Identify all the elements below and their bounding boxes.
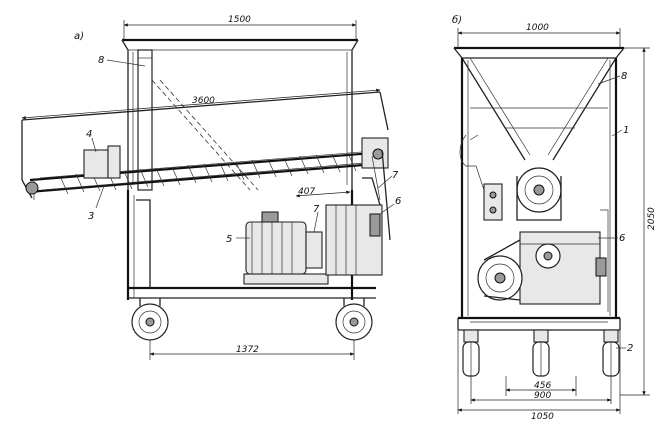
dimension-2050: 2050 bbox=[647, 207, 657, 230]
callout-4: 4 bbox=[86, 129, 92, 140]
callout-7-lower: 7 bbox=[313, 204, 320, 215]
view-b-label: б) bbox=[452, 14, 462, 26]
callout-2: 2 bbox=[627, 343, 633, 354]
drive-unit-front bbox=[477, 209, 609, 312]
wheels-view-b bbox=[462, 329, 620, 377]
dimension-1372: 1372 bbox=[236, 345, 259, 355]
callout-1: 1 bbox=[623, 125, 629, 136]
gearbox bbox=[325, 149, 391, 276]
switch-box bbox=[459, 134, 503, 221]
side-view-a: а) bbox=[21, 15, 401, 360]
dimensions-view-b: 1000 2050 456 900 1050 bbox=[457, 23, 657, 422]
hopper-front bbox=[453, 46, 625, 161]
frame-front bbox=[457, 58, 621, 331]
callouts-view-b: 8 1 6 2 bbox=[597, 71, 633, 354]
callout-3: 3 bbox=[88, 211, 94, 222]
callout-5: 5 bbox=[226, 234, 232, 245]
callout-7-upper: 7 bbox=[392, 170, 399, 181]
callout-8-a: 8 bbox=[98, 55, 104, 66]
callout-8-b: 8 bbox=[621, 71, 627, 82]
callouts-view-a: 8 4 3 5 7 7 6 bbox=[86, 55, 401, 245]
dimension-900: 900 bbox=[534, 391, 551, 401]
dimension-3600: 3600 bbox=[192, 96, 215, 106]
dimension-407: 407 bbox=[298, 187, 315, 197]
dimension-1500: 1500 bbox=[228, 15, 251, 25]
screw-conveyor bbox=[21, 91, 389, 200]
dimensions-view-a: 1500 3600 407 1372 bbox=[21, 15, 381, 360]
pulley-upper bbox=[516, 167, 562, 221]
view-a-label: а) bbox=[74, 31, 84, 42]
front-view-b: б) bbox=[452, 14, 657, 422]
dimension-1050: 1050 bbox=[531, 412, 554, 422]
callout-6-a: 6 bbox=[395, 196, 401, 207]
dimension-456: 456 bbox=[534, 381, 551, 391]
callout-6-b: 6 bbox=[619, 233, 625, 244]
electric-motor bbox=[243, 211, 329, 285]
wheels-view-a bbox=[131, 298, 373, 341]
dimension-1000: 1000 bbox=[526, 23, 549, 33]
